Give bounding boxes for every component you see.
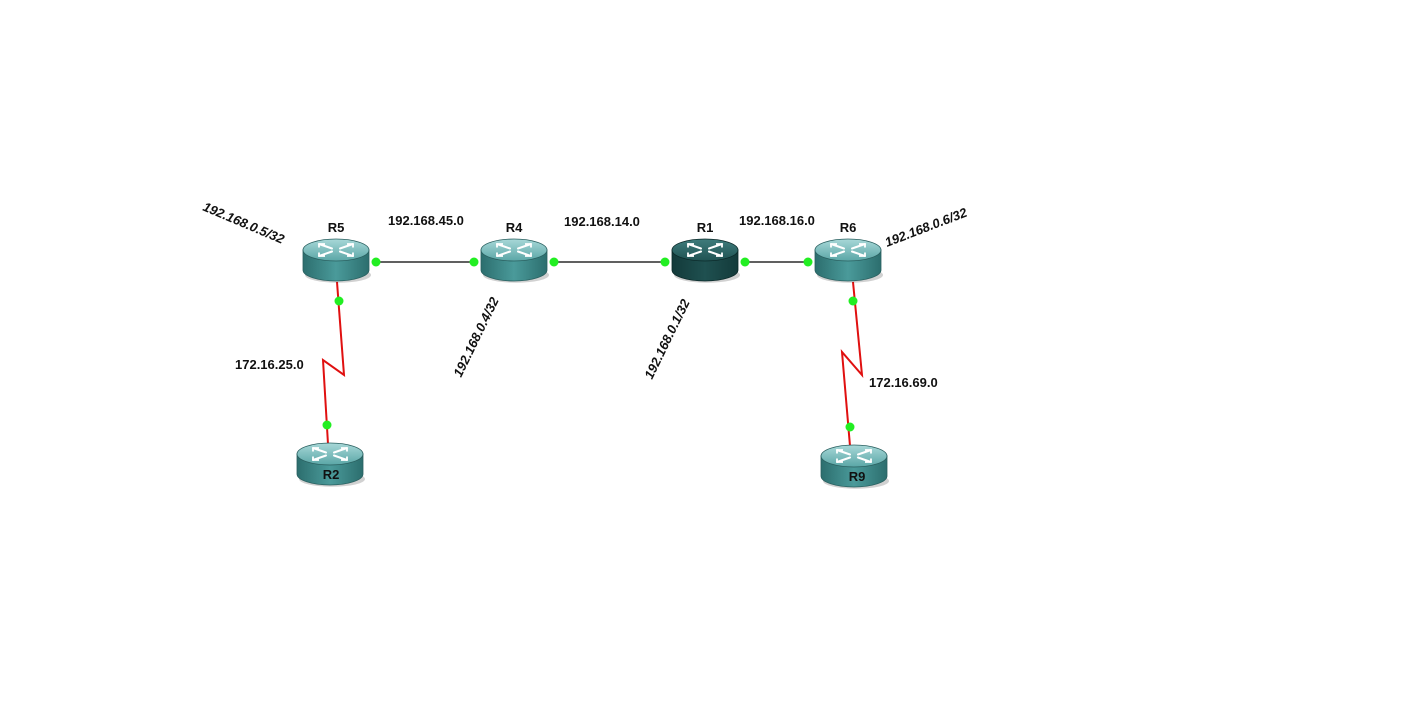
network-label-r1-r6: 192.168.16.0	[739, 213, 815, 228]
port-dot-r5-south	[334, 296, 344, 306]
port-dot-r9-north	[845, 422, 855, 432]
network-labels-layer: 192.168.45.0 192.168.14.0 192.168.16.0 1…	[235, 213, 938, 390]
router-r9[interactable]	[820, 444, 889, 489]
router-label-r5: R5	[328, 220, 345, 235]
router-r4[interactable]	[480, 238, 549, 283]
router-labels-layer: R5 R4 R1 R6 R2 R9	[323, 220, 866, 484]
network-label-r6-r9: 172.16.69.0	[869, 375, 938, 390]
router-label-r4: R4	[506, 220, 523, 235]
loopback-label-r1: 192.168.0.1/32	[641, 296, 693, 381]
router-label-r6: R6	[840, 220, 857, 235]
router-r5[interactable]	[302, 238, 371, 283]
network-label-r5-r2: 172.16.25.0	[235, 357, 304, 372]
port-dot-r6-west	[803, 257, 813, 267]
router-label-r9: R9	[849, 469, 866, 484]
router-icon	[820, 444, 889, 489]
port-dot-r2-north	[322, 420, 332, 430]
router-icon	[814, 238, 883, 283]
links-layer	[321, 261, 864, 447]
port-dot-r1-east	[740, 257, 750, 267]
routers-layer	[296, 238, 889, 489]
router-icon	[296, 442, 365, 487]
port-dot-r4-east	[549, 257, 559, 267]
link-r5-r2[interactable]	[321, 281, 346, 445]
ports-layer	[322, 257, 858, 432]
router-icon	[671, 238, 740, 283]
router-r6[interactable]	[814, 238, 883, 283]
port-dot-r1-west	[660, 257, 670, 267]
loopback-label-r5: 192.168.0.5/32	[201, 199, 287, 247]
router-r1[interactable]	[671, 238, 740, 283]
loopback-label-r6: 192.168.0.6/32	[883, 204, 970, 249]
router-icon	[302, 238, 371, 283]
router-label-r1: R1	[697, 220, 714, 235]
link-r6-r9[interactable]	[840, 281, 864, 447]
router-label-r2: R2	[323, 467, 340, 482]
port-dot-r6-south	[848, 296, 858, 306]
router-icon	[480, 238, 549, 283]
port-dot-r4-west	[469, 257, 479, 267]
network-label-r4-r1: 192.168.14.0	[564, 214, 640, 229]
port-dot-r5-east	[371, 257, 381, 267]
router-r2[interactable]	[296, 442, 365, 487]
network-label-r5-r4: 192.168.45.0	[388, 213, 464, 228]
loopback-label-r4: 192.168.0.4/32	[450, 294, 502, 379]
